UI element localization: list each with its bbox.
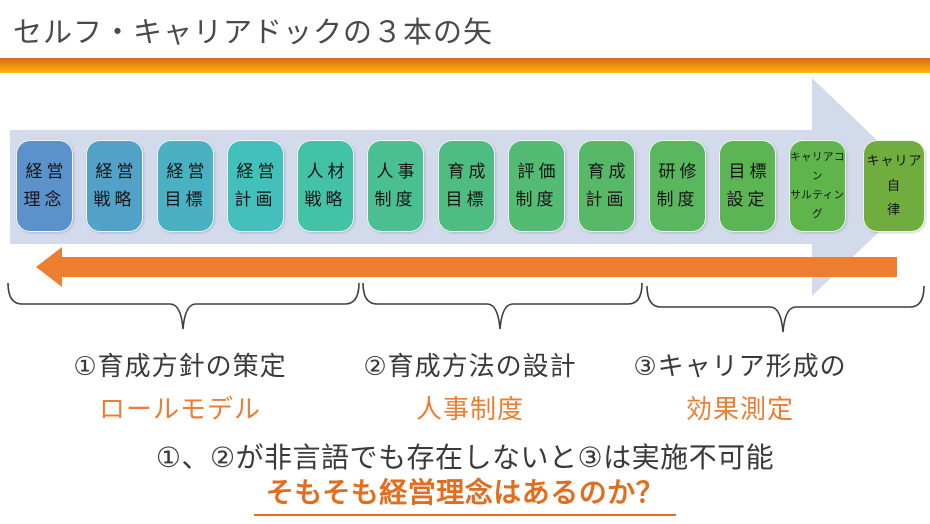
back-left-arrow-shape [36, 247, 897, 287]
process-box-ikusei-keikaku: 育成 計画 [578, 140, 635, 232]
process-box-keiei-senryaku: 経営 戦略 [86, 140, 143, 232]
footer-question-text: そもそも経営理念はあるのか？ [253, 471, 677, 516]
group-1-subtitle: ロールモデル [98, 394, 261, 424]
process-box-jinji-seido: 人事 制度 [367, 140, 424, 232]
process-box-label: 育成 計画 [585, 161, 630, 209]
brace-2 [362, 282, 643, 330]
process-box-kenshu-seido: 研修 制度 [649, 140, 706, 232]
process-box-career-consulting: キャリアコン サルティン グ [789, 140, 846, 232]
process-box-label: 研修 制度 [656, 161, 701, 209]
process-box-label: 人事 制度 [374, 161, 419, 209]
process-box-keiei-mokuhyo: 経営 目標 [157, 140, 214, 232]
process-box-label: 評価 制度 [515, 161, 560, 209]
process-box-keiei-rinen: 経営 理念 [16, 140, 73, 232]
group-1-title: ①育成方針の策定 [73, 351, 287, 381]
process-box-label: 経営 計画 [234, 161, 279, 209]
group-label-1: ①育成方針の策定 ロールモデル [20, 346, 340, 426]
slide-title: セルフ・キャリアドックの３本の矢 [13, 17, 494, 49]
process-box-label: 人材 戦略 [304, 161, 349, 209]
process-box-hyoka-seido: 評価 制度 [508, 140, 565, 232]
process-box-label: 育成 目標 [445, 161, 490, 209]
process-box-label: 経営 目標 [164, 161, 209, 209]
process-box-mokuhyo-settei: 目標 設定 [719, 140, 776, 232]
title-divider-rule [0, 58, 930, 73]
footer-question: そもそも経営理念はあるのか？ [0, 471, 930, 516]
process-box-label: 経営 戦略 [93, 161, 138, 209]
group-2-title: ②育成方法の設計 [363, 351, 577, 381]
process-box-label: キャリア自 律 [866, 152, 923, 218]
process-box-jinzai-senryaku: 人材 戦略 [297, 140, 354, 232]
brace-3 [646, 285, 925, 333]
group-3-subtitle: 効果測定 [685, 394, 794, 424]
group-label-3: ③キャリア形成の 効果測定 [580, 346, 900, 426]
process-box-career-jiritsu: キャリア自 律 [863, 140, 925, 232]
process-box-ikusei-mokuhyo: 育成 目標 [438, 140, 495, 232]
process-box-label: キャリアコン サルティン グ [790, 151, 845, 220]
group-label-2: ②育成方法の設計 人事制度 [310, 346, 630, 426]
group-3-title: ③キャリア形成の [633, 351, 847, 381]
process-box-label: 目標 設定 [726, 161, 771, 209]
process-box-keiei-keikaku: 経営 計画 [227, 140, 284, 232]
group-2-subtitle: 人事制度 [415, 394, 524, 424]
brace-1 [7, 282, 360, 330]
process-box-label: 経営 理念 [23, 161, 68, 209]
footer-note: ①、②が非言語でも存在しないと③は実施不可能 [155, 442, 775, 473]
